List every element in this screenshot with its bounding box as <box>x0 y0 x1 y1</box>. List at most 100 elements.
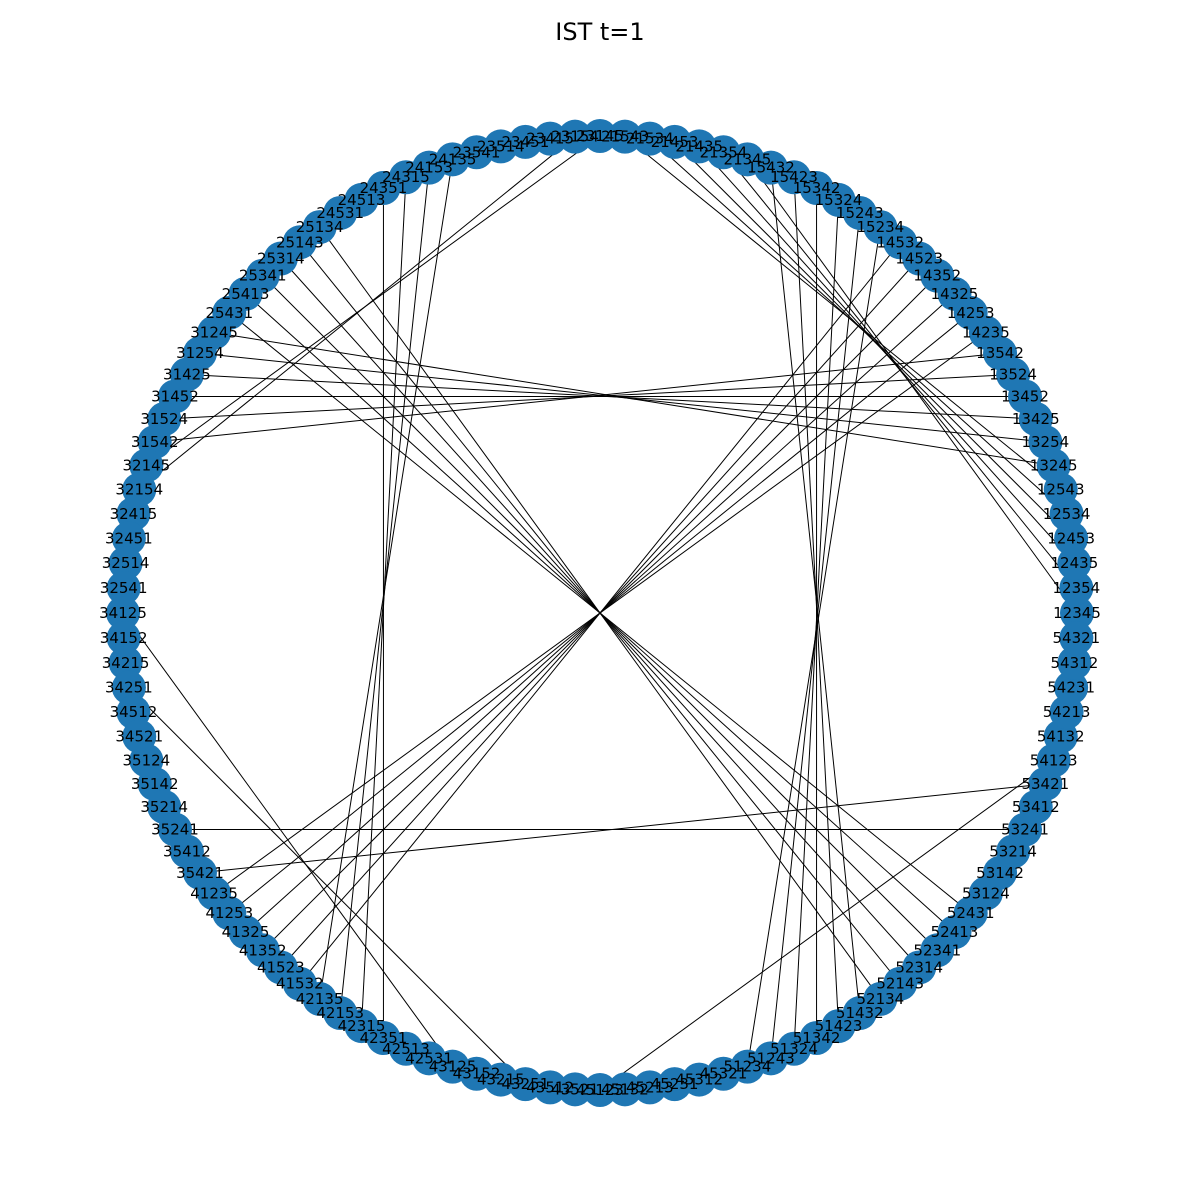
node-label-51234: 51234 <box>724 1058 772 1076</box>
node-label-13425: 13425 <box>1012 410 1060 428</box>
node-label-32415: 32415 <box>110 505 158 523</box>
node-label-34152: 34152 <box>100 629 148 647</box>
node-label-32514: 32514 <box>102 554 150 572</box>
node-label-24513: 24513 <box>338 191 386 209</box>
node-label-14253: 14253 <box>947 304 995 322</box>
node-label-25143: 25143 <box>276 233 324 251</box>
node-label-53214: 53214 <box>989 843 1037 861</box>
node-label-25134: 25134 <box>296 218 344 236</box>
node-45123 <box>583 1073 617 1107</box>
edge-15432-51432 <box>770 167 861 1014</box>
node-label-45231: 45231 <box>651 1075 699 1093</box>
node-label-21435: 21435 <box>675 137 723 155</box>
edge-34125-43125 <box>122 612 454 1067</box>
node-label-13524: 13524 <box>989 366 1037 384</box>
node-label-13542: 13542 <box>976 344 1024 362</box>
node-label-23451: 23451 <box>502 133 550 151</box>
node-label-35124: 35124 <box>122 751 170 769</box>
node-label-42351: 42351 <box>360 1029 408 1047</box>
node-21543 <box>607 119 642 154</box>
node-label-31425: 31425 <box>163 366 211 384</box>
node-label-53241: 53241 <box>1001 821 1049 839</box>
node-layer <box>106 119 1094 1107</box>
node-21453 <box>657 124 692 159</box>
node-label-43251: 43251 <box>502 1075 550 1093</box>
node-label-53124: 53124 <box>962 884 1010 902</box>
node-label-34215: 34215 <box>102 654 150 672</box>
node-43251 <box>508 1067 543 1102</box>
node-label-35421: 35421 <box>176 864 224 882</box>
node-54312 <box>1057 645 1092 680</box>
node-12345 <box>1060 596 1094 630</box>
node-label-32541: 32541 <box>100 579 148 597</box>
node-label-31524: 31524 <box>140 410 188 428</box>
node-34152 <box>106 620 141 655</box>
node-label-12435: 12435 <box>1051 554 1099 572</box>
edge-45123-54123 <box>599 759 1054 1091</box>
node-label-53412: 53412 <box>1012 798 1060 816</box>
node-label-35142: 35142 <box>131 775 179 793</box>
edge-13542-31542 <box>154 352 1001 443</box>
node-label-53421: 53421 <box>1021 775 1069 793</box>
node-label-41253: 41253 <box>205 904 253 922</box>
node-label-14325: 14325 <box>931 285 979 303</box>
node-32541 <box>106 571 141 606</box>
node-21534 <box>632 121 667 156</box>
node-23145 <box>583 119 617 153</box>
node-label-54312: 54312 <box>1051 654 1099 672</box>
node-label-52314: 52314 <box>895 958 943 976</box>
node-32514 <box>108 546 143 581</box>
node-label-13452: 13452 <box>1001 387 1049 405</box>
node-label-43125: 43125 <box>429 1058 477 1076</box>
node-label-34251: 34251 <box>105 679 153 697</box>
node-label-14532: 14532 <box>876 233 924 251</box>
edge-25431-52431 <box>228 312 972 914</box>
node-label-51432: 51432 <box>836 1004 884 1022</box>
node-label-24153: 24153 <box>405 159 453 177</box>
node-label-52341: 52341 <box>913 941 961 959</box>
node-label-52431: 52431 <box>947 904 995 922</box>
node-label-32145: 32145 <box>122 457 170 475</box>
node-label-12453: 12453 <box>1047 529 1095 547</box>
node-label-15342: 15342 <box>793 179 841 197</box>
node-label-12543: 12543 <box>1037 481 1085 499</box>
node-label-12534: 12534 <box>1043 505 1091 523</box>
node-label-43521: 43521 <box>551 1080 599 1098</box>
node-label-15432: 15432 <box>747 159 795 177</box>
node-label-41532: 41532 <box>276 975 324 993</box>
node-label-31245: 31245 <box>190 324 238 342</box>
node-label-42315: 42315 <box>338 1017 386 1035</box>
node-label-45132: 45132 <box>601 1080 649 1098</box>
node-label-45123: 45123 <box>576 1081 624 1099</box>
node-label-14352: 14352 <box>913 267 961 285</box>
node-label-54321: 54321 <box>1052 629 1100 647</box>
node-label-31542: 31542 <box>131 433 179 451</box>
node-label-45312: 45312 <box>675 1071 723 1089</box>
node-label-12354: 12354 <box>1052 579 1100 597</box>
node-label-12345: 12345 <box>1053 604 1101 622</box>
node-label-32451: 32451 <box>105 529 153 547</box>
node-label-42135: 42135 <box>296 990 344 1008</box>
node-label-45321: 45321 <box>700 1065 748 1083</box>
node-label-23154: 23154 <box>551 128 599 146</box>
node-label-34125: 34125 <box>99 604 147 622</box>
node-label-52413: 52413 <box>931 923 979 941</box>
node-label-15243: 15243 <box>836 204 884 222</box>
node-label-53142: 53142 <box>976 864 1024 882</box>
node-label-42153: 42153 <box>316 1004 364 1022</box>
node-label-31254: 31254 <box>176 344 224 362</box>
node-label-54132: 54132 <box>1037 727 1085 745</box>
node-label-21345: 21345 <box>724 150 772 168</box>
node-label-52143: 52143 <box>876 975 924 993</box>
node-label-31452: 31452 <box>151 387 199 405</box>
node-label-24351: 24351 <box>360 179 408 197</box>
edge-layer <box>122 135 1078 1091</box>
node-43521 <box>558 1072 593 1107</box>
node-label-13245: 13245 <box>1030 457 1078 475</box>
node-54321 <box>1059 620 1094 655</box>
node-label-25431: 25431 <box>205 304 253 322</box>
node-label-25314: 25314 <box>257 250 305 268</box>
node-label-35214: 35214 <box>140 798 188 816</box>
node-label-42513: 42513 <box>382 1040 430 1058</box>
